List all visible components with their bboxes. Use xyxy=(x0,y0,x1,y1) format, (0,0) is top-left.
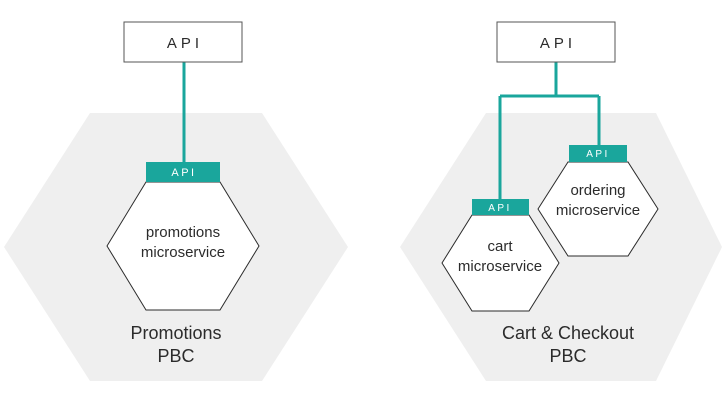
cart-api-badge xyxy=(472,199,529,215)
ordering-api-badge-label: API xyxy=(586,149,610,160)
ordering-microservice-label-line2: microservice xyxy=(556,202,640,219)
cart-microservice-label-line1: cart xyxy=(487,238,513,255)
cart-checkout-pbc-hexagon xyxy=(400,113,722,381)
cart-checkout-pbc-label-line1: Cart & Checkout xyxy=(502,323,634,343)
cart-api-badge-label: API xyxy=(488,203,512,214)
cart-checkout-api-box xyxy=(496,21,616,63)
promotions-microservice-label-line1: promotions xyxy=(146,224,220,241)
ordering-microservice-hexagon xyxy=(537,161,659,257)
promotions-pbc-label-line2: PBC xyxy=(157,346,194,366)
ordering-microservice-label-line1: ordering xyxy=(570,182,625,199)
cart-checkout-api-box-label: API xyxy=(540,35,576,52)
cart-checkout-pbc-label-line2: PBC xyxy=(549,346,586,366)
promotions-api-badge-label: API xyxy=(171,167,196,179)
promotions-api-box xyxy=(123,21,243,63)
promotions-api-badge xyxy=(146,162,220,182)
cart-microservice-label-line2: microservice xyxy=(458,258,542,275)
promotions-pbc-label-line1: Promotions xyxy=(130,323,221,343)
promotions-api-box-label: API xyxy=(167,35,203,52)
ordering-api-badge xyxy=(569,145,627,162)
promotions-microservice-label-line2: microservice xyxy=(141,244,225,261)
